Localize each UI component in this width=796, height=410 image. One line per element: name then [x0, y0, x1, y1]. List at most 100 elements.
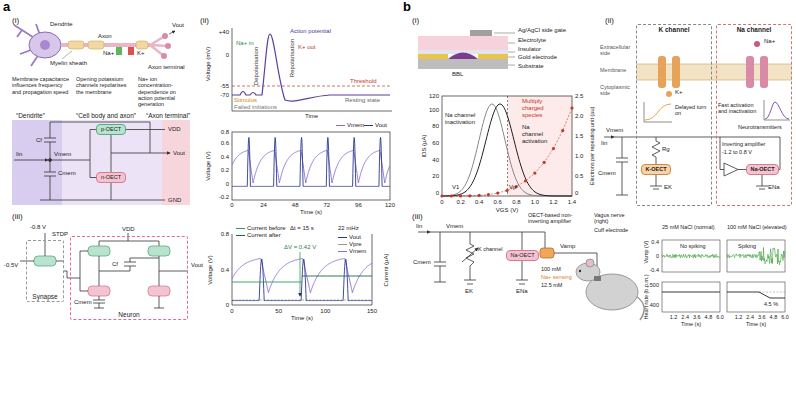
text-label: ENa — [768, 184, 780, 191]
neuron-circuit-part — [111, 153, 170, 154]
text-label: OECT-based non-inverting amplifier — [528, 212, 590, 225]
action-potential-plot-part — [232, 34, 390, 101]
data-traces — [232, 104, 785, 301]
charge-dot — [524, 179, 527, 182]
text-label: Vmem — [446, 223, 463, 230]
recording-plots-part — [727, 240, 785, 272]
neuron-illustration-part — [40, 40, 50, 50]
heart-rate-reference — [759, 292, 785, 293]
vagus-circuit-part — [430, 232, 545, 248]
neuron-illustration-part — [88, 41, 104, 49]
text-label: Time (s) — [746, 321, 766, 327]
text-label: (iii) — [412, 212, 423, 221]
neuron-circuit — [12, 120, 190, 205]
text-label: Na channel inactivation — [445, 112, 481, 126]
text-label: K channel — [478, 246, 502, 252]
oect-cross-section-part — [494, 33, 515, 65]
text-label: Iin — [16, 151, 22, 158]
tick-label: 1.0 — [575, 153, 583, 160]
text-label: -1.2 to 0.8 V — [722, 149, 752, 155]
tick-label: 40 — [432, 157, 439, 164]
tick-label: 500 — [650, 282, 659, 288]
rat-illustration-part — [594, 276, 601, 281]
ion-channel-illustration-part — [672, 56, 680, 88]
tick-label: 150 — [367, 308, 377, 315]
tick-label: 0 — [226, 302, 229, 309]
current-curve — [442, 104, 572, 196]
text-label: Spiking — [738, 243, 756, 249]
recording-plots-part — [662, 240, 720, 272]
tick-label: 0.4 — [221, 154, 229, 161]
current-trace — [302, 276, 372, 277]
tick-label: 2.0 — [575, 113, 583, 120]
tick-label: 1.2 — [735, 314, 743, 320]
tick-label: 4.8 — [770, 314, 778, 320]
text-label: Neurotransmitters — [738, 124, 782, 130]
text-label: b — [403, 0, 411, 15]
text-label: Cuff electrode — [594, 227, 628, 233]
transistor-box: n-OECT — [96, 172, 126, 183]
tick-label: 0.4 — [475, 199, 483, 206]
text-label: Resting state — [345, 97, 380, 104]
charge-curve — [442, 108, 572, 196]
rat-illustration — [576, 259, 644, 320]
text-label: Time (s) — [300, 209, 322, 216]
stdp-circuit-part — [148, 246, 170, 256]
current-trace — [232, 282, 302, 283]
charge-dot — [487, 193, 490, 196]
tick-label: 0.6 — [221, 140, 229, 147]
tick-label: +40 — [219, 29, 229, 36]
rat-illustration-part — [586, 259, 594, 267]
oscillation-plot-part — [232, 132, 390, 200]
text-label: Cmem — [598, 170, 616, 177]
charge-dot — [505, 189, 508, 192]
text-label: STDP — [52, 231, 68, 238]
ion-channel-illustration-part — [754, 41, 760, 47]
text-label: Fast activation and inactivation — [718, 102, 762, 115]
heart-rate-trace — [662, 292, 720, 293]
text-label: “Axon terminal” — [146, 112, 190, 119]
text-label: -0.8 V — [30, 224, 46, 231]
text-label: (ii) — [605, 16, 614, 25]
ion-channel-illustration-part — [666, 91, 672, 97]
stdp-plot — [232, 234, 372, 305]
tick-label: -0.2 — [219, 194, 229, 201]
group-box: Na channelNa-OECT — [716, 24, 792, 206]
text-label: (i) — [412, 16, 419, 25]
legend-line-sample — [364, 125, 373, 126]
tick-label: -55 — [220, 83, 229, 90]
text-label: IDS (μA) — [421, 134, 428, 157]
text-label: 100 mM NaCl (elevated) — [727, 224, 787, 230]
action-potential-plot — [232, 28, 392, 111]
text-label: Ag/AgCl side gate — [518, 27, 566, 34]
group-box: K channelK-OECT — [636, 24, 712, 206]
recording-plots-part — [727, 282, 785, 312]
ion-channel-illustration-part — [644, 102, 672, 122]
neuron-illustration — [14, 24, 175, 66]
text-label: Na channel activation — [522, 124, 552, 145]
recording-plots-part — [662, 282, 720, 312]
stdp-circuit — [20, 233, 188, 308]
charge-dot — [468, 194, 471, 197]
legend-line-sample — [236, 235, 245, 236]
neuron-circuit-part — [162, 120, 190, 205]
stdp-circuit-part — [88, 246, 110, 256]
text-label: Na+ sensing — [541, 274, 572, 280]
transfer-plot — [442, 96, 572, 196]
oscillation-plot — [232, 132, 390, 200]
text-label: Threshold — [350, 78, 377, 85]
text-label: Cytoplasmic side — [600, 84, 634, 97]
tick-label: 0.4 — [651, 239, 659, 245]
oect-cross-section-part — [418, 59, 508, 69]
charge-dot — [570, 106, 573, 109]
node-text: Synapse — [32, 293, 57, 300]
vagus-circuit-part — [418, 232, 430, 233]
text-label: Heart rate (b.p.m.) — [643, 275, 649, 320]
legend-text: Current after — [247, 232, 281, 239]
heart-rate-trace — [727, 292, 785, 298]
text-label: K+ out — [298, 44, 316, 51]
text-label: Na+ — [764, 38, 775, 45]
legend-item: Vmem — [338, 248, 366, 255]
text-label: Repolarisation — [289, 39, 296, 77]
